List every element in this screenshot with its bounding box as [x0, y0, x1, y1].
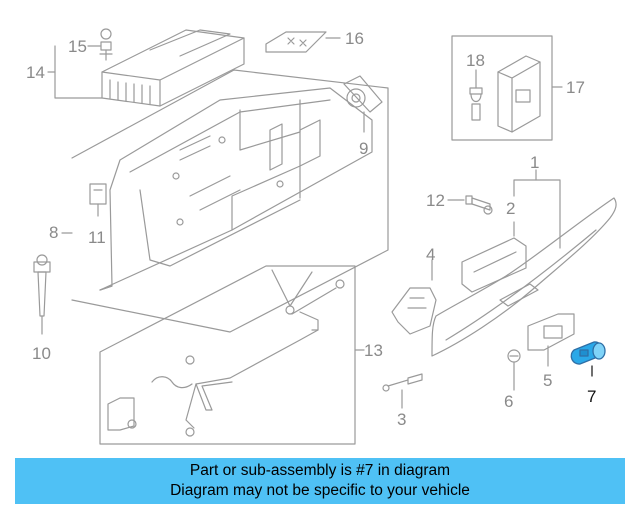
- part-11-clip: [89, 183, 107, 217]
- callout-8: 8: [49, 223, 59, 242]
- callout-12: 12: [426, 191, 445, 210]
- group-box-13: [99, 265, 365, 445]
- part-13-latch: [107, 269, 345, 437]
- group-box-8: [61, 69, 389, 333]
- part-16-pad: [265, 31, 341, 53]
- parts-diagram: [33, 28, 617, 445]
- part-4-hinge: [391, 259, 437, 335]
- callout-9: 9: [359, 139, 369, 158]
- callout-11: 11: [88, 228, 106, 247]
- part-8-housing: [99, 87, 373, 291]
- callout-18: 18: [466, 51, 485, 70]
- part-10-strut: [33, 254, 51, 335]
- part-17-switch: [497, 55, 541, 133]
- callout-3: 3: [397, 410, 407, 429]
- part-3-pin: [382, 373, 423, 409]
- callout-2: 2: [506, 199, 516, 218]
- callout-15: 15: [68, 37, 87, 56]
- bracket-14-15: [47, 45, 103, 99]
- bracket-1-2: [513, 169, 561, 249]
- callout-7: 7: [587, 387, 597, 406]
- part-5-lock-housing: [527, 313, 575, 367]
- callout-5: 5: [543, 371, 553, 390]
- banner-line-2: Diagram may not be specific to your vehi…: [170, 482, 470, 499]
- part-15-clip: [99, 28, 113, 61]
- callout-16: 16: [345, 29, 364, 48]
- callout-4: 4: [426, 245, 436, 264]
- part-14-tray: [101, 29, 245, 107]
- part-1-door: [431, 197, 617, 357]
- callout-10: 10: [32, 344, 51, 363]
- part-6-screw: [507, 349, 521, 391]
- part-18-bulb: [469, 69, 483, 121]
- callout-13: 13: [364, 341, 383, 360]
- callout-6: 6: [504, 392, 514, 411]
- callout-14: 14: [26, 63, 45, 82]
- part-7-lock-cylinder: [570, 341, 606, 377]
- banner-line-1: Part or sub-assembly is #7 in diagram: [189, 462, 451, 479]
- part-12-screw: [447, 195, 493, 215]
- info-banner: Part or sub-assembly is #7 in diagram Di…: [15, 458, 625, 504]
- callout-17: 17: [566, 78, 585, 97]
- callout-1: 1: [530, 153, 540, 172]
- part-9-damper: [343, 75, 383, 133]
- part-2-handle: [461, 237, 527, 293]
- group-box-17: [451, 35, 563, 141]
